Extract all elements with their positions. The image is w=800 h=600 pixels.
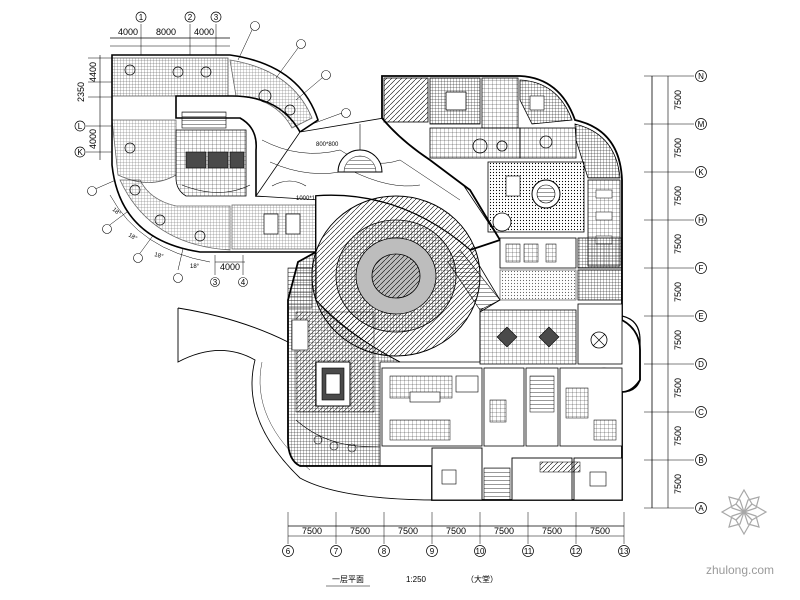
top-dimension-3: 4000 [194, 27, 214, 37]
bottom-axis-bubble [474, 545, 486, 557]
bottom-axis-label: 10 [476, 547, 485, 556]
left-dimension-2: 2350 [76, 82, 86, 102]
watermark-text: zhulong.com [706, 563, 774, 577]
drawing-caption: 一层平面 1:250 （大堂） [326, 574, 498, 587]
left-dimension-1: 4400 [88, 62, 98, 82]
caption-note: （大堂） [466, 574, 498, 584]
top-dimension-1: 4000 [118, 27, 138, 37]
lower-axis-label-4: 4 [241, 278, 246, 287]
bottom-dimension: 7500 [302, 526, 322, 536]
right-dimension: 7500 [673, 186, 683, 206]
lower-axis-label-3: 3 [213, 278, 218, 287]
bottom-axis-label: 8 [382, 547, 387, 556]
bottom-axis-bubble [378, 545, 390, 557]
watermark-logo: zhulong.com [706, 488, 774, 577]
bottom-axis-bubble [282, 545, 294, 557]
right-axis-label: N [698, 72, 704, 81]
right-dimension: 7500 [673, 282, 683, 302]
top-dimension-strip: 1 2 3 4000 8000 4000 [110, 11, 230, 58]
bottom-axis-bubble [330, 545, 342, 557]
right-axis-label: E [698, 312, 703, 321]
right-axis-bubble [695, 502, 707, 514]
bottom-dimension-strip: 6 7 8 9 10 11 12 13 7500 7500 7500 7500 7500 7500 7500 [282, 512, 630, 557]
right-axis-label: F [699, 264, 704, 273]
bottom-axis-bubble [522, 545, 534, 557]
bottom-axis-label: 13 [620, 547, 629, 556]
right-dimension: 7500 [673, 474, 683, 494]
left-dimension-3: 4000 [88, 129, 98, 149]
bottom-axis-label: 11 [524, 547, 533, 556]
right-axis-label: M [698, 120, 705, 129]
right-axis-label: D [698, 360, 704, 369]
bottom-dimension: 7500 [542, 526, 562, 536]
fan-dimension-lines: 18° 18° 18° 18° 3 4 4000 [87, 175, 248, 287]
right-axis-bubble [695, 358, 707, 370]
right-dimension: 7500 [673, 378, 683, 398]
left-axis-label-L: L [78, 122, 83, 131]
top-dimension-2: 8000 [156, 27, 176, 37]
bottom-axis-label: 6 [286, 547, 291, 556]
caption-scale: 1:250 [406, 575, 427, 584]
right-axis-label: H [698, 216, 704, 225]
bottom-dimension: 7500 [446, 526, 466, 536]
right-axis-label: A [698, 504, 704, 513]
left-axis-label-K: K [77, 148, 83, 157]
top-axis-label-2: 2 [188, 13, 193, 22]
right-axis-label: K [698, 168, 704, 177]
right-axis-label: B [698, 456, 703, 465]
right-axis-bubble [695, 406, 707, 418]
room-note-800: 800*800 [316, 142, 339, 148]
bottom-axis-bubble [618, 545, 630, 557]
right-dimension: 7500 [673, 330, 683, 350]
fan-dimension-3: 18° [153, 252, 164, 260]
right-axis-label: C [698, 408, 704, 417]
fan-dimension-1: 18° [111, 207, 122, 218]
bottom-dimension: 7500 [590, 526, 610, 536]
bottom-axis-bubble [570, 545, 582, 557]
bottom-axis-bubble [426, 545, 438, 557]
bottom-dimension: 7500 [350, 526, 370, 536]
bottom-dimension: 7500 [494, 526, 514, 536]
fan-dimension-4: 18° [190, 264, 200, 270]
bottom-axis-label: 12 [572, 547, 581, 556]
right-dimension: 7500 [673, 234, 683, 254]
room-note-1000: 1000*1000 [296, 196, 326, 202]
right-dimension: 7500 [673, 138, 683, 158]
top-axis-label-3: 3 [214, 13, 219, 22]
right-dimension: 7500 [673, 90, 683, 110]
west-wing-curved [111, 21, 351, 253]
right-axis-bubble [695, 262, 707, 274]
top-axis-label-1: 1 [139, 13, 144, 22]
right-dimension: 7500 [673, 426, 683, 446]
right-axis-bubble [695, 310, 707, 322]
right-axis-bubble [695, 118, 707, 130]
caption-title: 一层平面 [332, 575, 364, 584]
lower-dimension: 4000 [220, 262, 240, 272]
right-dimension-strip: N M K H F E D C B A 7500 7500 7500 7500 7500 7500 7500 75… [644, 70, 707, 514]
bottom-dimension: 7500 [398, 526, 418, 536]
fan-dimension-2: 18° [127, 233, 138, 243]
right-axis-bubble [695, 166, 707, 178]
right-axis-bubble [695, 70, 707, 82]
bottom-axis-label: 7 [334, 547, 339, 556]
main-building [287, 75, 641, 501]
right-axis-bubble [695, 454, 707, 466]
right-axis-bubble [695, 214, 707, 226]
bottom-axis-label: 9 [430, 547, 435, 556]
